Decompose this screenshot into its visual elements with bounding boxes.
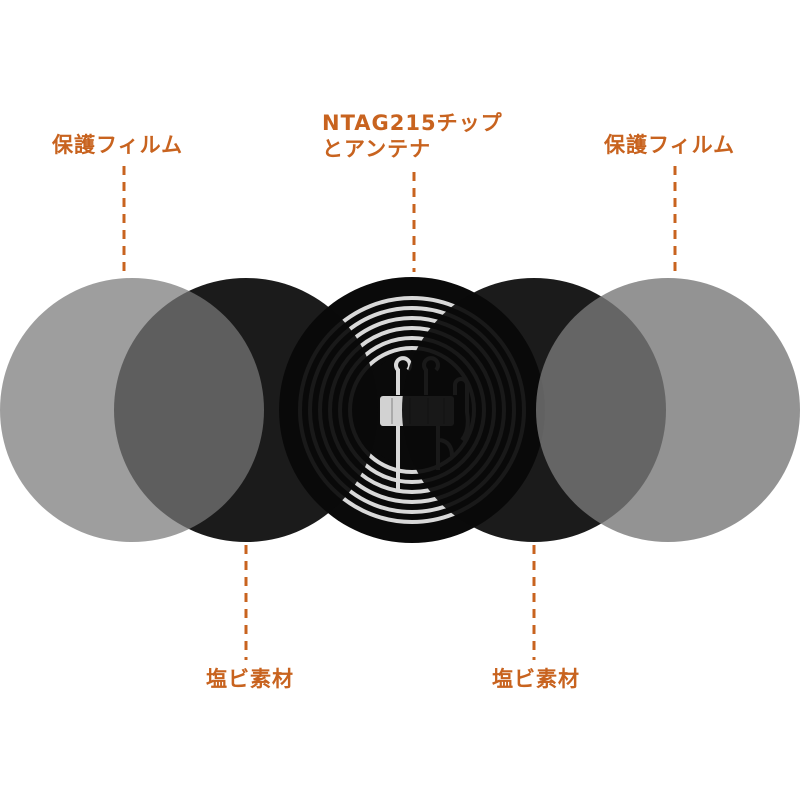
label-pvc-left: 塩ビ素材 (206, 667, 294, 691)
label-pvc-right: 塩ビ素材 (492, 667, 580, 691)
label-chip-line2: とアンテナ (322, 137, 432, 161)
leader-lines (122, 166, 677, 660)
label-chip-line1: NTAG215チップ (322, 111, 503, 135)
label-film-left: 保護フィルム (52, 133, 184, 157)
label-film-right: 保護フィルム (604, 133, 736, 157)
protective-film-right (536, 278, 800, 542)
protective-film-left (0, 278, 264, 542)
